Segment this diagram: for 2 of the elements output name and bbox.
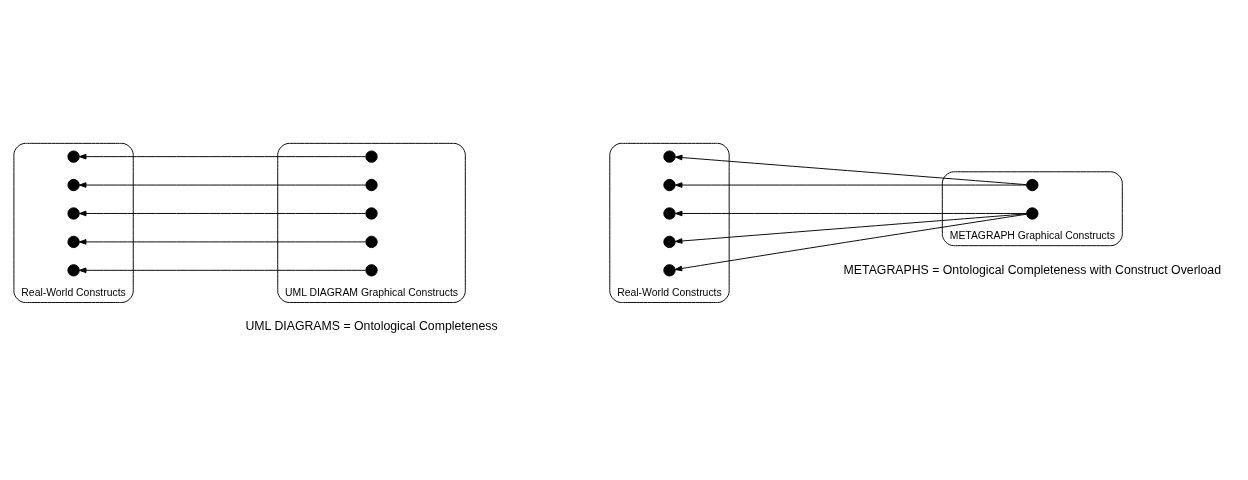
label: UML DIAGRAMS = Ontological Completeness	[245, 319, 498, 334]
label: METAGRAPHS = Ontological Completeness with Construct Overload	[843, 262, 1221, 277]
